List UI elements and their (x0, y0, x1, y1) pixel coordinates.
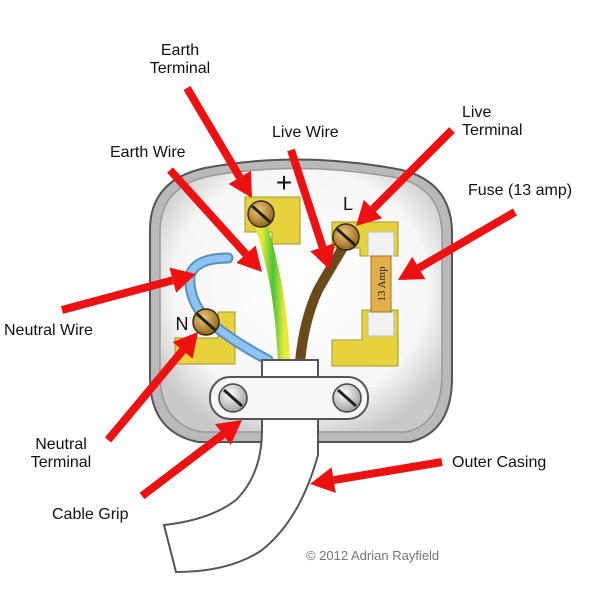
arrow-live-wire-shaft (287, 148, 327, 249)
label-neutral-terminal-line1: Neutral (35, 436, 87, 453)
cable-grip-screw-right (332, 383, 362, 413)
arrow-outer-casing-shaft (333, 458, 443, 484)
arrow-outer-casing-head (310, 467, 336, 493)
label-earth-wire: Earth Wire (110, 144, 186, 161)
arrow-neutral-terminal-head (172, 332, 198, 359)
arrow-cable-grip-shaft (139, 431, 226, 500)
arrow-neutral-terminal-shaft (104, 347, 186, 443)
live-wire (295, 241, 349, 367)
label-earth-terminal-line1: Earth (160, 42, 200, 59)
annotation-arrows (60, 85, 518, 500)
arrow-live-wire-head (310, 243, 335, 270)
label-earth-terminal-line2: Terminal (149, 60, 211, 77)
copyright-text: © 2012 Adrian Rayfield (306, 548, 440, 563)
earth-terminal-screw (247, 200, 275, 228)
fuse-clip-bottom (367, 311, 395, 337)
neutral-terminal-screw (192, 308, 220, 336)
arrow-earth-terminal-head (228, 170, 252, 198)
live-terminal-screw (332, 223, 360, 251)
arrow-earth-wire-shaft (167, 167, 249, 257)
label-neutral-terminal-line2: Terminal (30, 454, 92, 471)
label-neutral-wire: Neutral Wire (4, 322, 93, 339)
fuse-clip-top (367, 231, 395, 257)
fuse-body (370, 255, 392, 313)
label-live-terminal-line2: Terminal (462, 122, 523, 139)
neutral-wire-highlight (186, 254, 272, 364)
arrow-cable-grip-head (215, 420, 242, 445)
label-live-terminal-line1: Live (462, 104, 492, 121)
arrow-live-terminal-head (356, 199, 383, 226)
cable-grip-screw-left (218, 383, 248, 413)
label-outer-casing: Outer Casing (452, 454, 547, 471)
arrow-live-terminal-shaft (370, 127, 455, 212)
live-mark: L (343, 194, 353, 214)
label-live-wire: Live Wire (272, 124, 339, 141)
neutral-mark: N (176, 314, 189, 334)
earth-mark: + (276, 167, 292, 198)
arrow-earth-terminal-shaft (183, 85, 244, 180)
label-neutral-terminal: Neutral Terminal (18, 436, 104, 472)
earth-wire (256, 222, 290, 368)
label-fuse: Fuse (13 amp) (468, 182, 573, 199)
label-live-terminal: Live Terminal (462, 104, 542, 140)
arrow-neutral-wire-head (169, 267, 196, 293)
arrow-earth-wire-head (236, 245, 262, 272)
arrow-fuse-head (398, 256, 426, 280)
arrow-fuse-shaft (416, 208, 518, 272)
label-cable-grip: Cable Grip (52, 506, 129, 523)
fuse-rating-text: 13 Amp (376, 266, 388, 302)
label-earth-terminal: Earth Terminal (140, 42, 220, 78)
arrow-neutral-wire-shaft (60, 276, 174, 314)
cable-grip (209, 376, 369, 420)
